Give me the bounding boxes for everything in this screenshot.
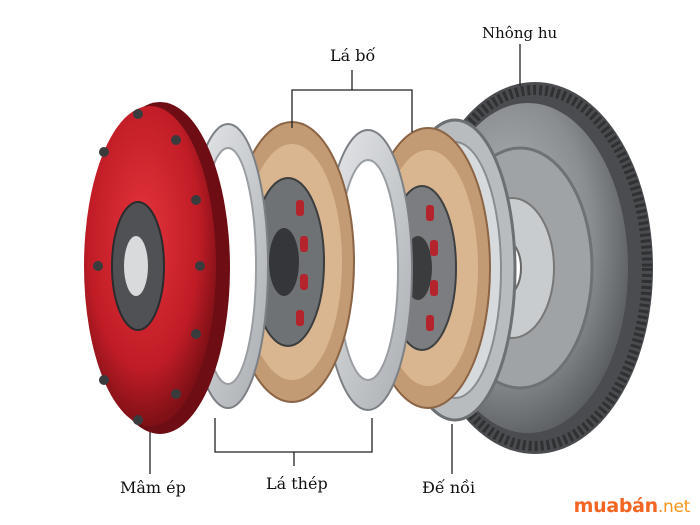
pressure-plate [84, 102, 230, 434]
leader-lines [149, 44, 521, 474]
front-clutch-disc [229, 121, 355, 403]
label-clutch-disc: Lá bố [330, 46, 376, 65]
label-basket: Đế nồi [422, 478, 476, 497]
watermark-domain: .net [657, 497, 690, 517]
label-steel-plate: Lá thép [266, 474, 328, 493]
middle-steel-plate [323, 129, 413, 411]
leader-la-thep [214, 418, 373, 453]
label-pressure-plate: Mâm ép [120, 478, 186, 497]
leader-la-bo [291, 89, 413, 132]
watermark-brand: muabán [573, 495, 659, 517]
watermark-logo: muabán.net [573, 495, 691, 517]
label-flywheel: Nhông hu [482, 24, 558, 42]
